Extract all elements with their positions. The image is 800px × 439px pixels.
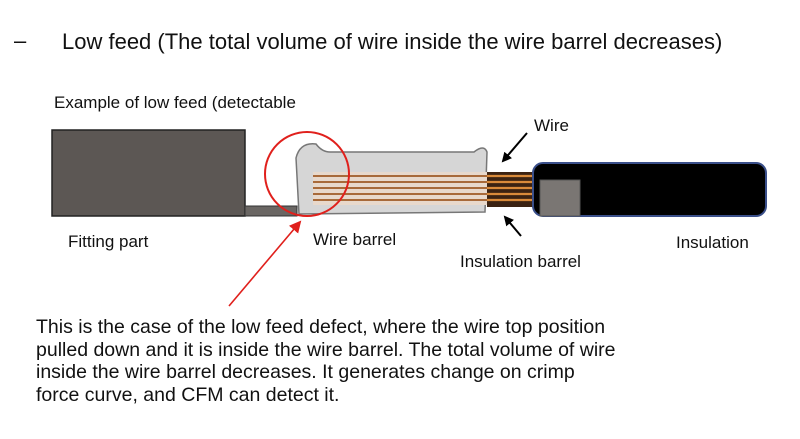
label-insulation-barrel: Insulation barrel xyxy=(460,252,581,271)
insulation xyxy=(532,162,767,217)
insulation-barrel xyxy=(539,179,581,217)
label-wire-barrel: Wire barrel xyxy=(313,230,397,249)
red-pointer-arrow xyxy=(228,220,302,307)
insulation-barrel-arrow xyxy=(503,215,522,237)
label-fitting-part: Fitting part xyxy=(68,232,149,251)
label-wire: Wire xyxy=(534,116,569,135)
description-line: inside the wire barrel decreases. It gen… xyxy=(36,361,575,383)
label-insulation: Insulation xyxy=(676,233,749,252)
bullet-dash: – xyxy=(14,28,27,53)
description-line: pulled down and it is inside the wire ba… xyxy=(36,338,616,361)
description-line: This is the case of the low feed defect,… xyxy=(36,316,606,338)
page-title: Low feed (The total volume of wire insid… xyxy=(62,29,723,54)
exposed-wire-strands xyxy=(487,172,535,207)
description-line: force curve, and CFM can detect it. xyxy=(36,383,340,406)
description-text: This is the case of the low feed defect,… xyxy=(36,316,786,406)
wire-strands-in-barrel xyxy=(313,172,487,205)
wire-arrow xyxy=(501,132,528,163)
fitting-strip xyxy=(244,205,298,217)
fitting-part xyxy=(51,129,246,217)
example-subheading: Example of low feed (detectable xyxy=(54,93,296,112)
highlight-circle xyxy=(264,131,350,217)
